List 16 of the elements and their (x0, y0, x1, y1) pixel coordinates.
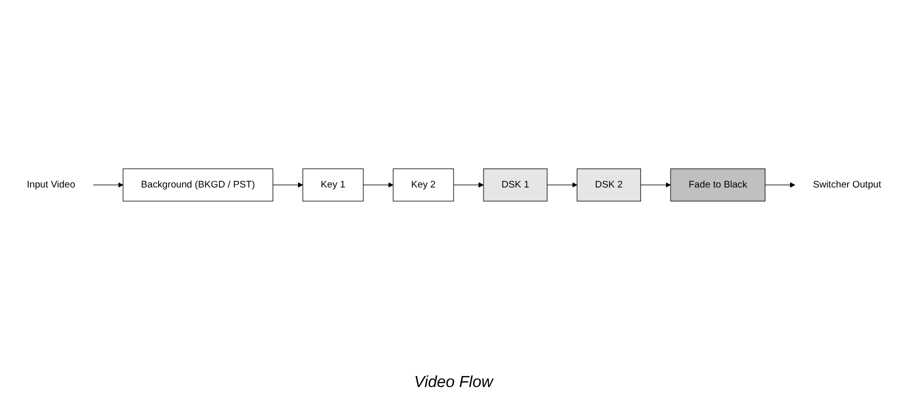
arrow (362, 182, 393, 188)
arrow (640, 182, 670, 188)
node-box: DSK 2 (576, 168, 640, 202)
node-text: Input Video (26, 180, 75, 190)
node-box: Key 1 (302, 168, 364, 202)
caption: Video Flow (414, 374, 493, 392)
arrow (272, 182, 303, 188)
arrow (92, 182, 123, 188)
arrow (764, 182, 795, 188)
node-box: Background (BKGD / PST) (122, 168, 273, 202)
arrow (452, 182, 484, 188)
node-box: Fade to Black (670, 168, 765, 202)
node-box: Key 2 (392, 168, 454, 202)
node-box: DSK 1 (482, 168, 547, 202)
arrow (546, 182, 577, 188)
node-text: Switcher Output (812, 180, 881, 190)
